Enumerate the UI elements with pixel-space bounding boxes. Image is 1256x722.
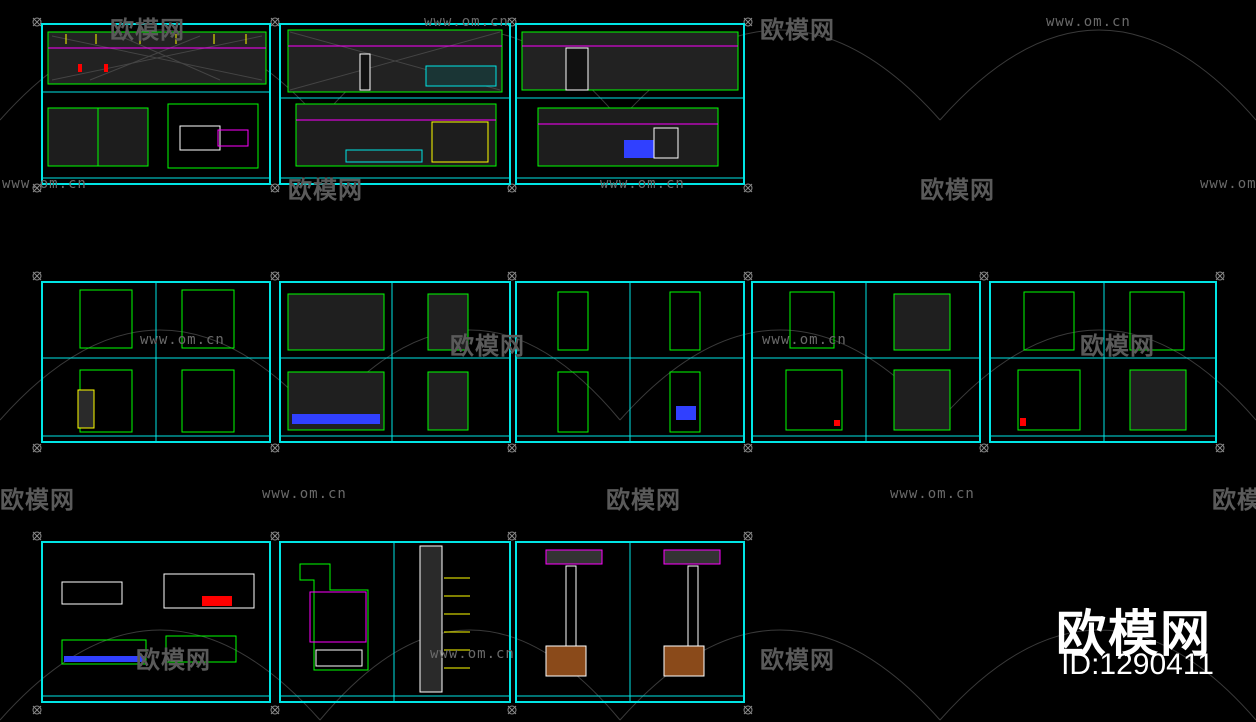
brand-logo-text: 欧模网 [1056,605,1212,663]
sheet-r3-s2[interactable] [279,541,511,703]
sheet-r3-s1[interactable] [41,541,271,703]
sheet-r2-s3[interactable] [515,281,745,443]
sheet-r3-s3[interactable] [515,541,745,703]
sheet-r1-s2[interactable] [279,23,511,185]
sheet-r2-s5[interactable] [989,281,1217,443]
model-id-label: ID:1290411 [1061,648,1214,681]
sheet-r2-s2[interactable] [279,281,511,443]
sheet-r2-s4[interactable] [751,281,981,443]
corner-markers [32,17,1225,715]
sheet-r1-s3[interactable] [515,23,745,185]
sheet-r2-s1[interactable] [41,281,271,443]
sheet-r1-s1[interactable] [41,23,271,185]
